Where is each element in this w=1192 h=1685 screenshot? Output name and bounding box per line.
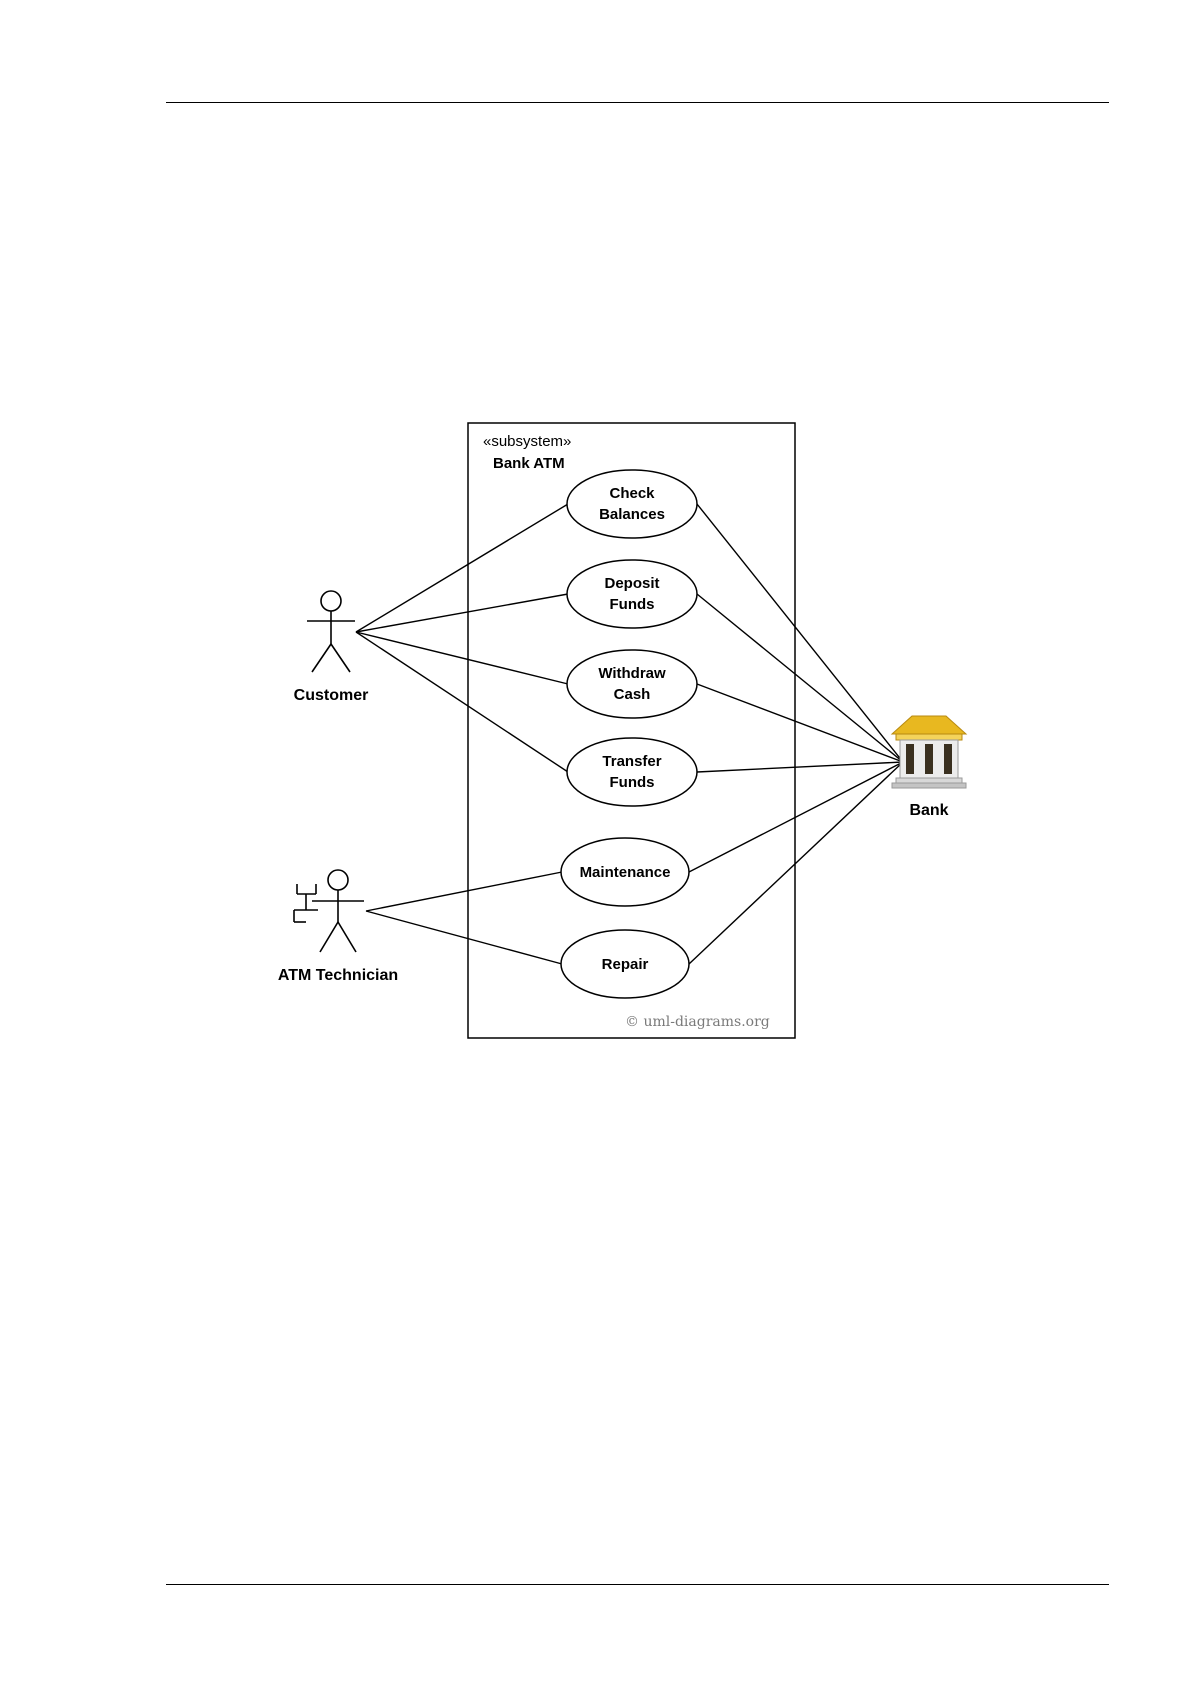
use-case-label: Maintenance	[580, 864, 671, 881]
use-case-label: Deposit	[604, 575, 659, 592]
use-case-label: Check	[609, 485, 655, 502]
use-case-label: Repair	[602, 956, 649, 973]
copyright-text: © uml-diagrams.org	[625, 1014, 770, 1030]
assoc-customer-withdraw-cash	[356, 632, 568, 684]
actor-label-bank: Bank	[909, 802, 948, 819]
assoc-bank-transfer-funds	[697, 762, 903, 772]
technician-actor: ATM Technician	[278, 870, 398, 984]
assoc-bank-repair	[689, 762, 903, 964]
actor-label-customer: Customer	[294, 687, 369, 704]
use-case-label: Balances	[599, 506, 665, 523]
use-case-repair: Repair	[561, 930, 689, 998]
assoc-customer-transfer-funds	[356, 632, 568, 772]
stick-figure-icon	[307, 591, 355, 672]
assoc-technician-repair	[366, 911, 562, 964]
use-case-deposit-funds: Deposit Funds	[567, 560, 697, 628]
use-case-label: Transfer	[602, 753, 661, 770]
bank-actor: Bank	[892, 716, 966, 819]
bank-building-icon	[892, 716, 966, 788]
assoc-bank-maintenance	[689, 762, 903, 872]
use-case-label: Cash	[614, 686, 651, 703]
use-case-label: Withdraw	[598, 665, 666, 682]
subsystem-name: Bank ATM	[493, 455, 565, 472]
customer-actor: Customer	[294, 591, 369, 704]
robot-stick-figure-icon	[294, 870, 364, 952]
assoc-technician-maintenance	[366, 872, 562, 911]
use-case-label: Funds	[610, 596, 655, 613]
subsystem-stereotype: «subsystem»	[483, 433, 571, 450]
use-case-check-balances: Check Balances	[567, 470, 697, 538]
actor-label-technician: ATM Technician	[278, 967, 398, 984]
use-case-transfer-funds: Transfer Funds	[567, 738, 697, 806]
use-case-maintenance: Maintenance	[561, 838, 689, 906]
assoc-bank-deposit-funds	[697, 594, 903, 762]
use-case-label: Funds	[610, 774, 655, 791]
use-case-withdraw-cash: Withdraw Cash	[567, 650, 697, 718]
